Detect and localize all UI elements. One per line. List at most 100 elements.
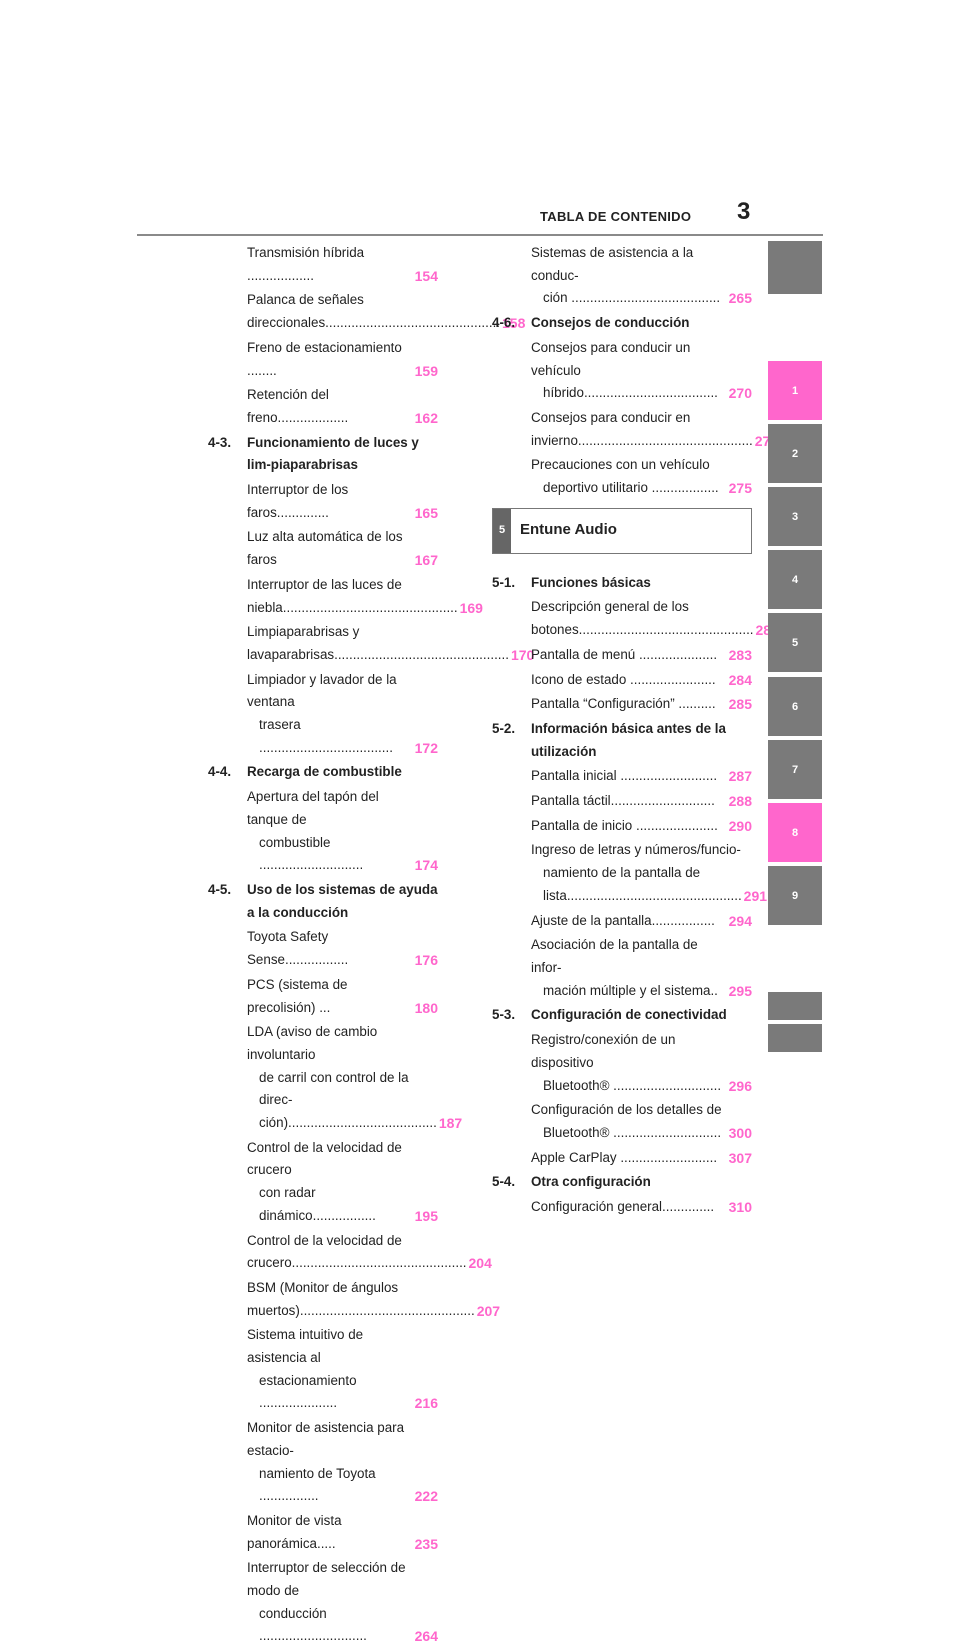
- toc-page-number[interactable]: 180: [414, 999, 438, 1016]
- toc-entry[interactable]: Interruptor de los faros..............16…: [208, 479, 438, 524]
- toc-entry[interactable]: Sistemas de asistencia a la conduc-ción …: [492, 242, 752, 310]
- toc-page-number[interactable]: 162: [414, 409, 438, 426]
- toc-page-number[interactable]: 285: [728, 696, 752, 713]
- toc-page-number[interactable]: 204: [468, 1255, 492, 1272]
- chapter-tab[interactable]: [768, 241, 822, 294]
- toc-entry-text: Ajuste de la pantalla.................: [531, 910, 727, 933]
- toc-entry-text: Pantalla inicial .......................…: [531, 765, 727, 788]
- toc-leader-dots: ........................................…: [299, 1302, 475, 1318]
- toc-page-number[interactable]: 294: [728, 912, 752, 929]
- toc-entry[interactable]: Palanca de señales direccionales........…: [208, 289, 525, 334]
- toc-page-number[interactable]: 165: [414, 504, 438, 521]
- section-number: 5-1.: [492, 574, 516, 590]
- chapter-tab[interactable]: 3: [768, 487, 822, 546]
- toc-entry-text: Transmisión híbrida ..................: [247, 242, 413, 287]
- toc-page-number[interactable]: 187: [438, 1115, 463, 1132]
- toc-page-number[interactable]: 290: [728, 817, 752, 834]
- chapter-tab[interactable]: 7: [768, 740, 822, 799]
- toc-page-number[interactable]: 235: [414, 1535, 438, 1552]
- toc-page-number[interactable]: 264: [414, 1628, 438, 1645]
- toc-entry[interactable]: Consejos para conducir en invierno......…: [492, 407, 778, 452]
- toc-page-number[interactable]: 195: [414, 1207, 438, 1224]
- toc-entry-line: Consejos para conducir un vehículo: [531, 339, 691, 378]
- toc-page-number[interactable]: 159: [414, 362, 438, 379]
- toc-entry[interactable]: Pantalla “Configuración” ..........285: [492, 693, 752, 716]
- toc-entry-line: Configuración general..............: [531, 1199, 715, 1215]
- toc-page-number[interactable]: 291: [743, 887, 768, 904]
- toc-entry[interactable]: Freno de estacionamiento ........159: [208, 337, 438, 382]
- toc-entry[interactable]: PCS (sistema de precolisión) ...180: [208, 974, 438, 1019]
- toc-entry[interactable]: Ingreso de letras y números/funcio-namie…: [492, 839, 767, 907]
- toc-page-number[interactable]: 174: [414, 857, 438, 874]
- toc-entry-line: Ingreso de letras y números/funcio-: [531, 842, 741, 858]
- toc-entry[interactable]: Retención del freno...................16…: [208, 384, 438, 429]
- toc-page-number[interactable]: 296: [728, 1077, 752, 1094]
- chapter-tab[interactable]: 6: [768, 677, 822, 736]
- toc-entry[interactable]: Ajuste de la pantalla.................29…: [492, 910, 752, 933]
- toc-leader-dots: ........................................: [567, 290, 721, 306]
- toc-entry[interactable]: Pantalla táctil.........................…: [492, 790, 752, 813]
- toc-page-number[interactable]: 169: [459, 599, 483, 616]
- toc-page-number[interactable]: 154: [414, 267, 438, 284]
- chapter-tab[interactable]: 1: [768, 361, 822, 420]
- toc-page-number[interactable]: 172: [414, 739, 438, 756]
- toc-page-number[interactable]: 295: [728, 982, 752, 999]
- toc-page-number[interactable]: 170: [510, 646, 535, 663]
- toc-entry[interactable]: Limpiaparabrisas y lavaparabrisas.......…: [208, 621, 534, 666]
- toc-page-number[interactable]: 265: [728, 290, 752, 307]
- chapter-tab[interactable]: 2: [768, 424, 822, 483]
- chapter-tab[interactable]: [768, 992, 822, 1020]
- toc-page-number[interactable]: 176: [414, 952, 438, 969]
- toc-page-number[interactable]: 300: [728, 1124, 752, 1141]
- chapter-tab[interactable]: 4: [768, 550, 822, 609]
- toc-page-number[interactable]: 275: [728, 480, 752, 497]
- toc-entry[interactable]: Interruptor de las luces de niebla......…: [208, 574, 483, 619]
- toc-page-number[interactable]: 287: [728, 768, 752, 785]
- toc-page-number[interactable]: 158: [502, 315, 526, 332]
- toc-entry[interactable]: Pantalla inicial .......................…: [492, 765, 752, 788]
- toc-page-number[interactable]: 167: [414, 552, 438, 569]
- toc-entry-text: Descripción general de los botones......…: [531, 596, 754, 641]
- toc-entry[interactable]: BSM (Monitor de ángulos muertos)........…: [208, 1277, 500, 1322]
- chapter-tab[interactable]: 5: [768, 613, 822, 672]
- chapter-tab[interactable]: [768, 1024, 822, 1052]
- chapter-tab[interactable]: 8: [768, 803, 822, 862]
- toc-entry[interactable]: Pantalla de inicio .....................…: [492, 815, 752, 838]
- toc-entry[interactable]: Control de la velocidad de crucero......…: [208, 1230, 492, 1275]
- toc-entry[interactable]: Transmisión híbrida ..................15…: [208, 242, 438, 287]
- toc-leader-dots: ..............: [662, 1199, 715, 1215]
- toc-page-number[interactable]: 284: [728, 671, 752, 688]
- toc-entry-text: PCS (sistema de precolisión) ...: [247, 974, 413, 1019]
- toc-entry[interactable]: Toyota Safety Sense.................176: [208, 926, 438, 971]
- toc-page-number[interactable]: 310: [728, 1199, 752, 1216]
- toc-entry[interactable]: Pantalla de menú .....................28…: [492, 644, 752, 667]
- toc-entry[interactable]: Icono de estado .......................2…: [492, 669, 752, 692]
- toc-page-number[interactable]: 216: [414, 1395, 438, 1412]
- toc-entry[interactable]: Asociación de la pantalla de infor-mació…: [492, 934, 752, 1002]
- toc-page-number[interactable]: 283: [728, 646, 752, 663]
- toc-entry[interactable]: Monitor de vista panorámica.....235: [208, 1510, 438, 1555]
- toc-page-number[interactable]: 307: [728, 1149, 752, 1166]
- toc-entry[interactable]: Apple CarPlay ..........................…: [492, 1147, 752, 1170]
- toc-entry[interactable]: Configuración general.............. 310: [492, 1196, 752, 1219]
- chapter-tab[interactable]: 9: [768, 866, 822, 925]
- toc-page-number[interactable]: 207: [476, 1302, 501, 1319]
- toc-page-number[interactable]: 288: [728, 793, 752, 810]
- toc-entry[interactable]: Monitor de asistencia para estacio-namie…: [208, 1417, 438, 1508]
- toc-page-number[interactable]: 222: [414, 1488, 438, 1505]
- toc-entry-text: Ingreso de letras y números/funcio-namie…: [531, 839, 742, 907]
- toc-page-number[interactable]: 270: [728, 385, 752, 402]
- toc-entry[interactable]: Descripción general de los botones......…: [492, 596, 779, 641]
- toc-entry-line: deportivo utilitario ..................: [543, 480, 719, 496]
